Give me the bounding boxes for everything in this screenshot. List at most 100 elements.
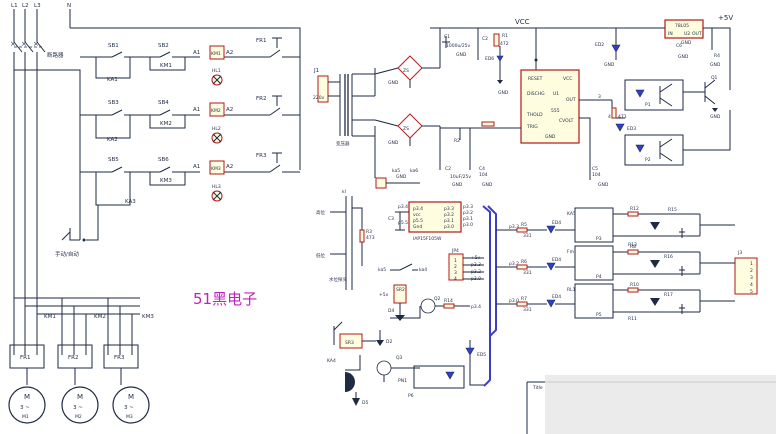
blurred-area	[545, 375, 776, 434]
switch-label-sb6: SB6	[158, 157, 169, 163]
svg-text:×: ×	[21, 40, 27, 48]
svg-text:p3.1: p3.1	[463, 216, 473, 222]
coil-km3	[209, 160, 225, 175]
svg-text:U1: U1	[553, 91, 559, 97]
svg-text:KA5: KA5	[567, 211, 576, 217]
svg-text:p3.2: p3.2	[444, 212, 454, 218]
svg-text:p3.2: p3.2	[509, 261, 519, 267]
svg-text:P1: P1	[645, 102, 651, 108]
mcu-chip	[408, 201, 462, 233]
svg-text:5: 5	[750, 289, 753, 295]
switch-label-sb1: SB1	[108, 43, 119, 49]
breaker: × × × 断路器	[10, 40, 64, 59]
svg-text:R5: R5	[521, 222, 527, 228]
contact-label-ka1: KA1	[107, 77, 118, 83]
svg-text:R12: R12	[630, 206, 639, 212]
svg-text:+5v: +5v	[379, 292, 389, 298]
manual-auto-label: 手动/自动	[55, 250, 79, 258]
bridge-1: ZS	[374, 55, 440, 96]
svg-text:×: ×	[10, 40, 16, 48]
svg-text:R3: R3	[366, 229, 372, 235]
svg-text:ka5: ka5	[392, 168, 400, 174]
svg-text:M: M	[24, 393, 30, 401]
thermal-relays: FR1 FR2 FR3	[238, 37, 300, 173]
svg-text:ED5: ED5	[477, 352, 486, 358]
svg-text:3: 3	[598, 94, 601, 100]
svg-text:R17: R17	[664, 292, 673, 298]
svg-text:DISCHG: DISCHG	[527, 91, 545, 97]
svg-text:p3.3: p3.3	[509, 224, 519, 230]
regulator-78l05: 78L05 IN U2 OUT GND	[664, 19, 704, 46]
svg-text:水位探头: 水位探头	[329, 276, 347, 283]
svg-text:IAP15F105W: IAP15F105W	[413, 236, 442, 242]
svg-text:VCC: VCC	[563, 76, 572, 82]
svg-text:104: 104	[592, 172, 601, 178]
power-section: L1 L2 L3 N × × × 断路器 SB1 SB2 KA1 KM	[8, 3, 301, 424]
svg-text:RL1: RL1	[567, 287, 576, 293]
svg-text:FR1: FR1	[20, 355, 30, 361]
control-rung-3: SB5 SB6 KA3 KM3 A1 KM3 A2 HL3	[80, 157, 238, 206]
svg-text:KM1: KM1	[211, 51, 221, 57]
svg-text:M2: M2	[75, 414, 82, 420]
svg-text:472: 472	[500, 41, 509, 47]
svg-text:GND: GND	[710, 114, 721, 120]
svg-text:78L05: 78L05	[675, 23, 689, 29]
svg-text:GND: GND	[545, 134, 556, 140]
svg-text:ka6: ka6	[410, 168, 418, 174]
svg-text:ZS: ZS	[403, 68, 409, 74]
bridge-2: ZS	[374, 113, 440, 146]
motor-contact-km1: KM1	[44, 314, 56, 320]
svg-text:C2: C2	[482, 36, 488, 42]
output-stage-1: p3.3 R5 331 ED4 KA5 P3 R12 R13 R15	[496, 206, 701, 248]
svg-text:U2: U2	[684, 31, 690, 37]
relay-label-a1-2: A1	[193, 107, 200, 113]
svg-text:高位: 高位	[316, 209, 325, 216]
svg-text:331: 331	[523, 233, 532, 239]
svg-text:GND: GND	[498, 90, 509, 96]
svg-text:p3.4: p3.4	[413, 206, 423, 212]
svg-text:GND: GND	[388, 140, 399, 146]
svg-text:220v: 220v	[313, 95, 325, 101]
svg-text:p3.1: p3.1	[444, 218, 454, 224]
switch-label-sb5: SB5	[108, 157, 119, 163]
svg-text:M1: M1	[22, 414, 29, 420]
fuse-label-fr2: FR2	[256, 96, 266, 102]
breaker-label: 断路器	[47, 51, 64, 59]
svg-text:p5.5: p5.5	[413, 218, 423, 224]
connector-j1	[317, 75, 329, 103]
title-block: Title	[526, 375, 776, 434]
svg-text:OUT: OUT	[692, 31, 702, 37]
svg-text:C5: C5	[592, 166, 598, 172]
svg-text:p3.3: p3.3	[463, 204, 473, 210]
svg-text:Q3: Q3	[396, 355, 403, 361]
svg-text:RESET: RESET	[528, 76, 543, 82]
plus5v-label: +5V	[718, 14, 733, 22]
motor-contact-km2: KM2	[94, 314, 106, 320]
svg-text:HL1: HL1	[212, 68, 221, 74]
svg-text:GND: GND	[598, 182, 609, 188]
svg-text:R6: R6	[521, 259, 527, 265]
mcu-section: p3.4 vcc p5.5 Gnd p3.3 p3.2 p3.1 p3.0 IA…	[388, 201, 491, 387]
svg-text:104: 104	[479, 172, 488, 178]
control-rung-1: SB1 SB2 KA1 KM1 A1 KM1 A2 HL1	[80, 43, 238, 86]
svg-text:OUT: OUT	[566, 97, 576, 103]
svg-text:R4: R4	[714, 53, 720, 59]
svg-text:TRIG: TRIG	[526, 124, 538, 130]
svg-text:P3: P3	[596, 236, 602, 242]
svg-text:1000u/25v: 1000u/25v	[446, 43, 471, 49]
vcc-label: VCC	[515, 18, 530, 26]
svg-text:KA4: KA4	[327, 358, 336, 364]
fuse-label-fr1: FR1	[256, 38, 266, 44]
svg-text:R11: R11	[628, 316, 637, 322]
svg-text:GND: GND	[452, 182, 463, 188]
motor-m2: M 3 ~ M2	[61, 386, 99, 424]
control-rung-2: SB3 SB4 KA2 KM2 A1 KM2 A2 HL2	[80, 100, 238, 144]
contact-label-km3: KM3	[160, 178, 172, 184]
contact-label-km1: KM1	[160, 63, 172, 69]
svg-text:Title: Title	[532, 385, 543, 391]
svg-text:471: 471	[618, 114, 627, 120]
svg-text:R10: R10	[630, 282, 639, 288]
svg-text:3 ~: 3 ~	[124, 405, 134, 411]
svg-text:R2: R2	[454, 138, 460, 144]
